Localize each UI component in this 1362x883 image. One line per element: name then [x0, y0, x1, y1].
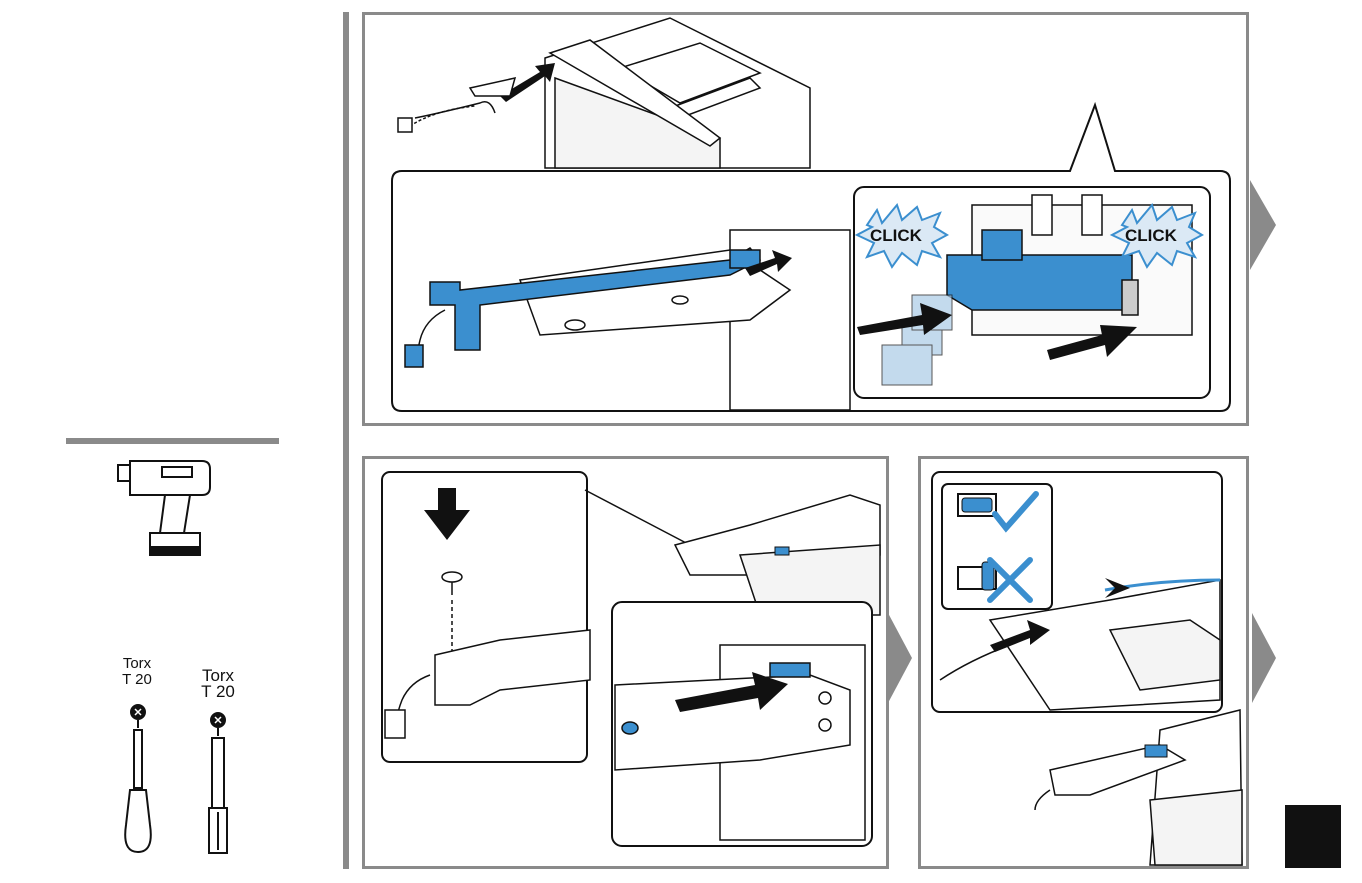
screwdriver-icon: [118, 700, 158, 855]
next-step-chevron-2: [888, 613, 914, 703]
click-label-left: CLICK: [870, 226, 923, 245]
vertical-divider: [343, 12, 349, 869]
torx-bit-icon: [198, 710, 238, 858]
step1-detail-illustration: [400, 220, 860, 410]
step3-overview-illustration: [1010, 700, 1245, 865]
tools-rule: [66, 438, 279, 444]
step1-zoom-inset: CLICK CLICK: [852, 185, 1212, 400]
bit-label-line1: Torx: [193, 668, 243, 683]
step2-screw-callout: [380, 470, 590, 765]
screwdriver-label-line1: Torx: [112, 656, 162, 671]
next-step-chevron-1: [1250, 180, 1278, 270]
page-number-badge: [1285, 805, 1341, 868]
screwdriver-label-line2: T 20: [112, 672, 162, 687]
step2-zoom-inset: [610, 600, 875, 850]
tools-sidebar: Torx T 20 Torx T 20: [0, 0, 330, 883]
step2-callout-leader: [580, 485, 880, 615]
click-label-right: CLICK: [1125, 226, 1178, 245]
bit-label-line2: T 20: [193, 684, 243, 699]
cordless-drill-icon: [110, 455, 220, 560]
next-step-chevron-3: [1252, 613, 1278, 703]
connector-check-box: [940, 482, 1055, 612]
